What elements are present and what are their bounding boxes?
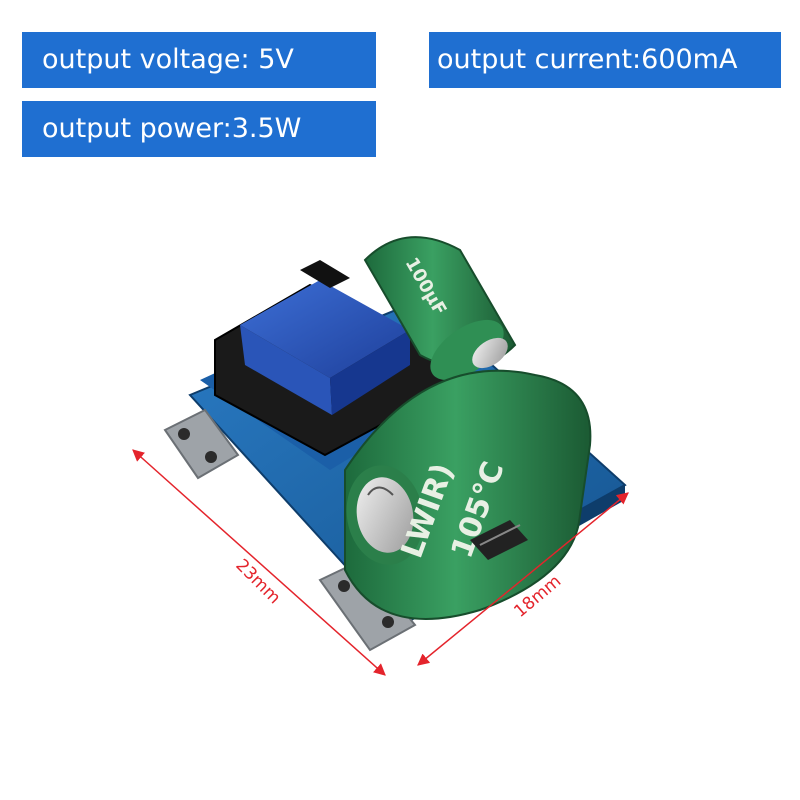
spec-current-text: output current:600mA xyxy=(437,44,738,75)
spec-badge-voltage: output voltage: 5V xyxy=(22,32,376,88)
spec-power-text: output power:3.5W xyxy=(42,113,302,144)
spec-voltage-text: output voltage: 5V xyxy=(42,44,294,75)
dimension-label-length: 23mm xyxy=(231,555,284,608)
transformer xyxy=(200,260,470,470)
spec-badge-current: output current:600mA xyxy=(429,32,781,88)
capacitor-small: 100μF xyxy=(363,236,517,381)
spec-badge-power: output power:3.5W xyxy=(22,101,376,157)
